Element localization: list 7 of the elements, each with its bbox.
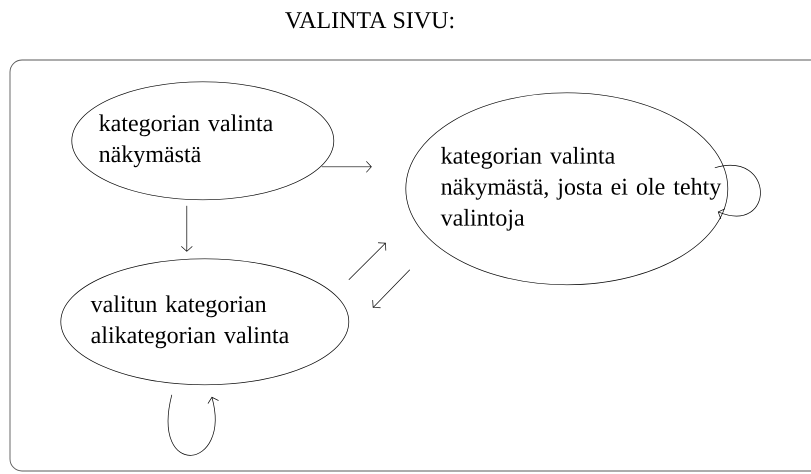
title: VALINTA SIVU: <box>285 12 454 28</box>
arrow <box>180 205 193 252</box>
arrow <box>168 394 219 456</box>
arrow <box>348 242 386 280</box>
arrow <box>372 269 410 308</box>
arrow <box>321 160 372 173</box>
arrow <box>714 165 761 220</box>
